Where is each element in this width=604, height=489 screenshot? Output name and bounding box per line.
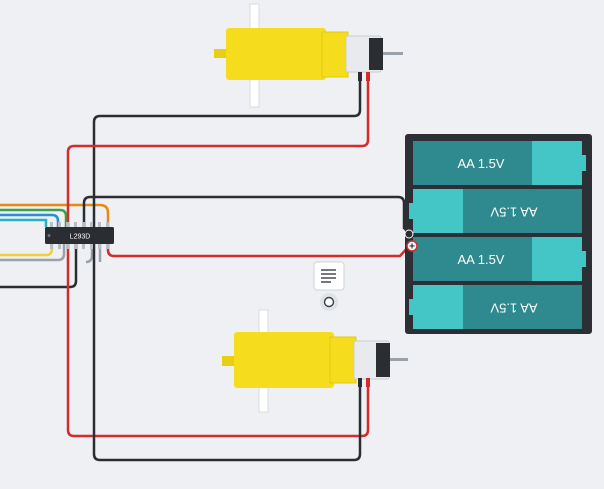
ic-pins-bottom bbox=[50, 243, 109, 249]
wire-teal[interactable] bbox=[0, 218, 48, 227]
battery-label-1: AA 1.5V bbox=[458, 156, 505, 171]
ic-body bbox=[45, 227, 114, 244]
battery-cap-1 bbox=[532, 141, 582, 185]
motor-terminal-red-bottom bbox=[366, 378, 370, 387]
motor-gearbox-top bbox=[321, 31, 349, 78]
motor-terminal-black-top bbox=[358, 72, 362, 81]
motor-terminal-black-bottom bbox=[358, 378, 362, 387]
battery-cell-2: AA 1.5V bbox=[409, 189, 582, 233]
battery-cap-4 bbox=[413, 285, 463, 329]
battery-terminal-positive[interactable]: + bbox=[406, 240, 418, 253]
motor-axle-bottom bbox=[390, 358, 408, 361]
battery-cell-3: AA 1.5V bbox=[413, 237, 586, 281]
motor-endcap-bottom bbox=[376, 343, 390, 377]
battery-label-3: AA 1.5V bbox=[458, 252, 505, 267]
motor-axle-top bbox=[383, 52, 403, 55]
motor-gearbox-bottom bbox=[329, 336, 357, 384]
battery-cell-4: AA 1.5V bbox=[409, 285, 582, 329]
wire-orange[interactable] bbox=[0, 203, 110, 228]
wire-motor1-red[interactable] bbox=[66, 80, 370, 228]
wire-green[interactable] bbox=[0, 208, 68, 227]
note-icon[interactable] bbox=[313, 261, 345, 311]
battery-pack[interactable]: AA 1.5V AA 1.5V AA 1.5V AA 1.5V + bbox=[404, 134, 592, 334]
dc-motor-top[interactable] bbox=[214, 3, 403, 108]
motor-terminal-red-top bbox=[366, 72, 370, 81]
motor-tab-top bbox=[214, 49, 226, 58]
motor-body-top bbox=[226, 28, 326, 80]
ic-pins-top bbox=[50, 222, 109, 228]
battery-nub-4 bbox=[409, 299, 413, 315]
battery-cap-2 bbox=[413, 189, 463, 233]
battery-nub-2 bbox=[409, 203, 413, 219]
battery-nub-3 bbox=[582, 251, 586, 267]
wire-black-left[interactable] bbox=[0, 243, 78, 289]
battery-terminal-negative[interactable] bbox=[404, 229, 414, 239]
wire-battery-red[interactable] bbox=[106, 243, 411, 258]
wire-battery-black[interactable] bbox=[82, 195, 411, 235]
wire-motor1-black[interactable] bbox=[92, 80, 362, 228]
ic-notch bbox=[47, 234, 51, 237]
ic-l293d[interactable]: L293D bbox=[45, 222, 114, 249]
wires bbox=[0, 80, 411, 462]
wire-gray-left[interactable] bbox=[0, 242, 66, 262]
battery-label-4: AA 1.5V bbox=[490, 301, 537, 316]
motor-endcap-top bbox=[369, 38, 383, 70]
battery-cap-3 bbox=[532, 237, 582, 281]
wire-gray-right[interactable] bbox=[85, 243, 94, 264]
plus-symbol: + bbox=[409, 242, 415, 253]
motor-body-bottom bbox=[234, 332, 334, 388]
wire-yellow[interactable] bbox=[0, 242, 54, 257]
dc-motor-bottom[interactable] bbox=[222, 309, 408, 413]
battery-nub-1 bbox=[582, 155, 586, 171]
wire-motor2-red[interactable] bbox=[66, 243, 370, 438]
ic-label: L293D bbox=[70, 234, 91, 241]
wire-blue[interactable] bbox=[0, 213, 60, 227]
motor-tab-bottom bbox=[222, 356, 234, 366]
battery-label-2: AA 1.5V bbox=[490, 205, 537, 220]
wire-motor2-black[interactable] bbox=[92, 243, 362, 462]
battery-cell-1: AA 1.5V bbox=[413, 141, 586, 185]
